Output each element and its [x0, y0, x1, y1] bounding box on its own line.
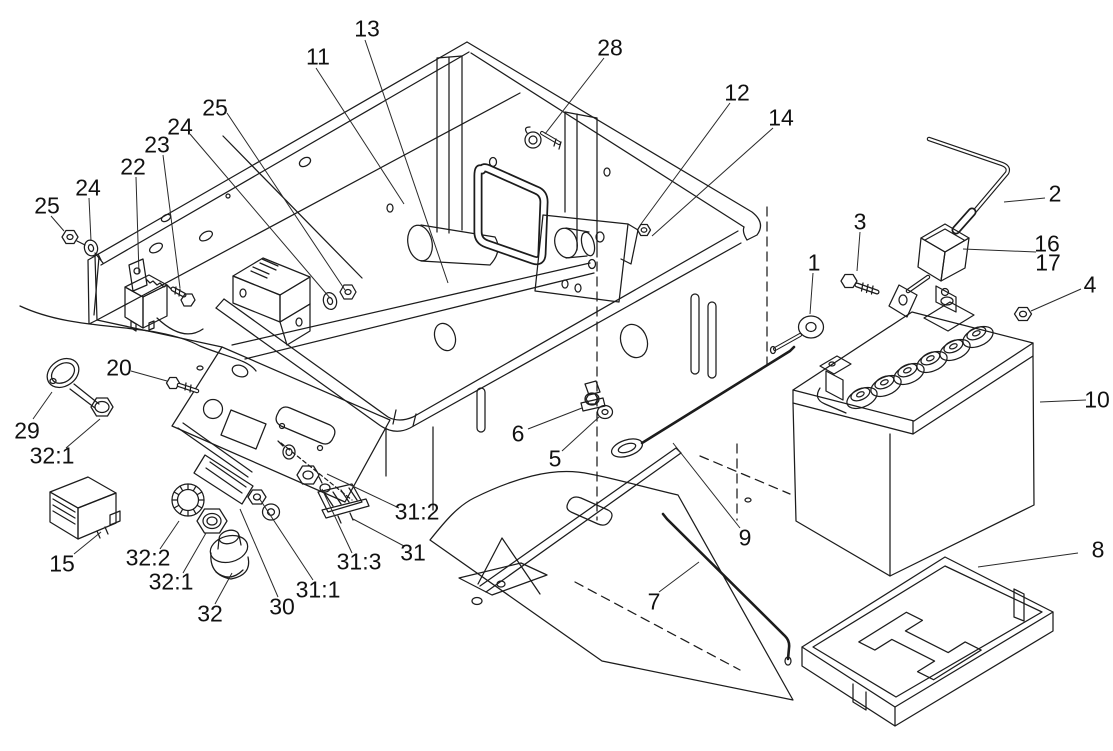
leader-line-9: [672, 442, 741, 529]
leader-line-24: [88, 197, 92, 242]
battery-terminal-left: [816, 355, 852, 414]
cable-clamp-28: [524, 126, 562, 150]
chassis-frame: [87, 41, 791, 671]
callout-30: 30: [269, 593, 295, 619]
rod-7: [661, 512, 792, 666]
callout-31: 31: [400, 539, 426, 565]
callout-20: 20: [106, 354, 132, 380]
leader-line-1: [809, 272, 814, 315]
heat-shield: [429, 470, 794, 701]
leader-line-8: [977, 552, 1079, 568]
callout-15: 15: [49, 550, 75, 576]
callout-12: 12: [724, 79, 750, 105]
callout-1: 1: [808, 249, 821, 275]
leader-line-32-2: [159, 520, 180, 550]
leader-line-31-1: [258, 497, 314, 581]
callout-29: 29: [14, 417, 40, 443]
nut-washer-left: [61, 229, 102, 316]
callout-25: 25: [202, 94, 228, 120]
callout-13: 13: [354, 15, 380, 41]
leader-line-24: [189, 133, 331, 299]
callout-32-1: 32:1: [30, 442, 75, 468]
leader-line-10: [1039, 399, 1087, 403]
callout-2: 2: [1049, 180, 1062, 206]
leader-line-31-2: [326, 473, 400, 509]
callout-23: 23: [144, 131, 170, 157]
battery-cable-2: [888, 136, 1011, 318]
battery-terminal-right: [923, 285, 975, 332]
leader-line-32: [214, 572, 233, 605]
leader-line-23: [162, 154, 181, 289]
leader-line-25: [226, 112, 346, 291]
callout-9: 9: [739, 524, 752, 550]
callout-24: 24: [75, 174, 101, 200]
leader-line-28: [544, 57, 605, 135]
leader-line-6: [527, 407, 583, 430]
leader-line-7: [658, 561, 700, 593]
leader-line-31-3: [321, 488, 353, 554]
nut-4: [1013, 306, 1033, 322]
callout-14: 14: [768, 104, 794, 130]
callout-11: 11: [306, 43, 330, 69]
nut-12-14: [636, 223, 652, 237]
leader-line-12: [640, 102, 731, 225]
callout-6: 6: [512, 420, 525, 446]
callout-16: 16: [1034, 230, 1060, 256]
callout-8: 8: [1092, 536, 1105, 562]
nut-washer-30: [247, 489, 281, 521]
leader-line-31: [352, 518, 405, 547]
leader-line-5: [561, 416, 600, 452]
battery-10: [792, 285, 1035, 577]
callout-3: 3: [854, 208, 867, 234]
leader-line-2: [1003, 197, 1046, 203]
battery-tray-8: [801, 556, 1054, 727]
callout-10: 10: [1084, 386, 1110, 412]
regulator-module: [232, 257, 357, 346]
leader-line-32-1: [182, 532, 207, 574]
ignition-switch-stack: [171, 483, 250, 580]
leader-line-3: [856, 231, 861, 272]
callout-25: 25: [34, 192, 60, 218]
bolt-20: [165, 365, 204, 394]
leader-line-16: [962, 248, 1037, 253]
bolt-3: [840, 273, 880, 295]
leader-line-11: [315, 67, 405, 205]
callout-31-1: 31:1: [296, 576, 341, 602]
callout-5: 5: [549, 445, 562, 471]
leader-line-14: [651, 127, 774, 237]
leader-line-25: [50, 215, 65, 232]
callout-32: 32: [197, 600, 223, 626]
callout-32-1: 32:1: [149, 568, 194, 594]
callout-7: 7: [648, 588, 661, 614]
battery-cell-caps: [846, 325, 994, 410]
callout-24: 24: [167, 113, 193, 139]
leader-line-22: [135, 176, 140, 275]
leader-line-15: [73, 531, 102, 555]
leader-line-20: [130, 370, 168, 382]
leader-line-4: [1030, 288, 1082, 312]
leader-line-13: [364, 39, 449, 284]
key-29: [46, 357, 114, 417]
washer-5: [596, 404, 614, 420]
callout-31-3: 31:3: [337, 548, 382, 574]
callout-32-2: 32:2: [126, 544, 171, 570]
callout-4: 4: [1084, 271, 1097, 297]
washer-1: [769, 315, 825, 355]
leader-line-30: [239, 508, 279, 598]
interlock-switch-31: [296, 465, 370, 524]
leader-line-32-1: [65, 418, 101, 449]
callout-31-2: 31:2: [395, 498, 440, 524]
diagram-line-art: [19, 41, 1054, 727]
callout-22: 22: [120, 153, 146, 179]
module-15: [49, 476, 121, 540]
wiring-harness: [19, 305, 257, 372]
callout-28: 28: [597, 34, 623, 60]
rod-9: [610, 345, 796, 458]
leader-lines: [32, 39, 1087, 605]
leader-line-29: [32, 391, 53, 420]
console-panel: [171, 346, 391, 505]
callout-17: 17: [1035, 249, 1061, 275]
